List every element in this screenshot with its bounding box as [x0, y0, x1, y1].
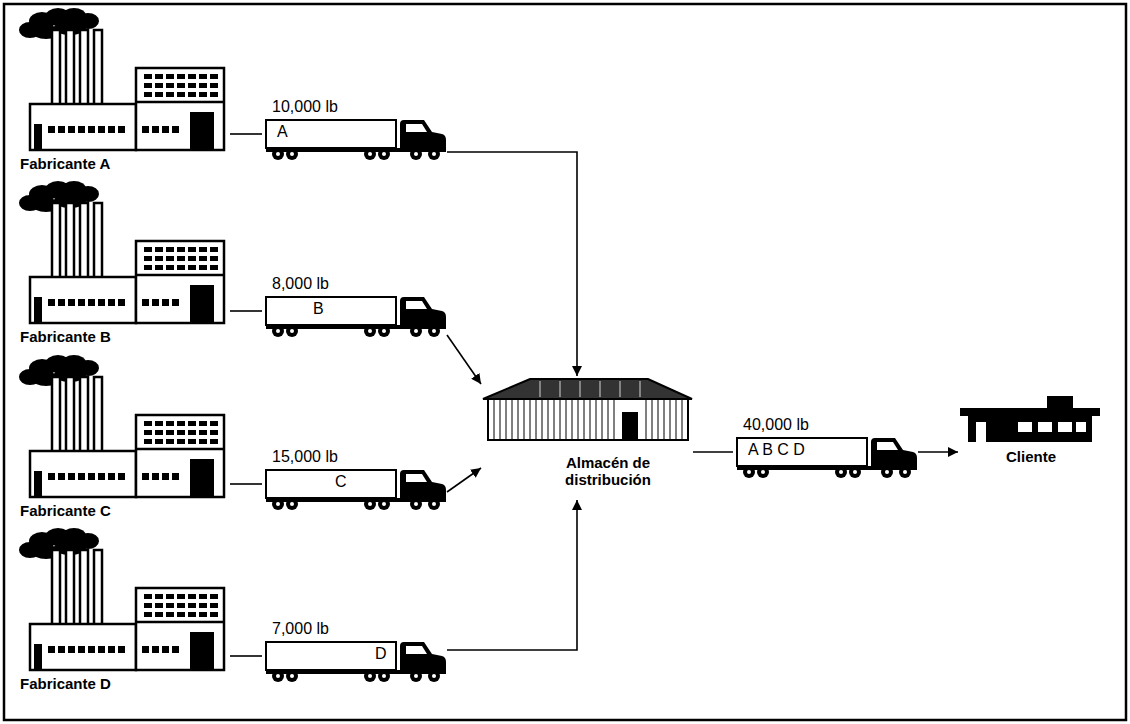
link-line	[230, 310, 262, 312]
link-line	[230, 655, 262, 657]
warehouse-icon	[483, 379, 692, 440]
factory-label: Fabricante C	[20, 502, 111, 519]
customer-icon	[960, 396, 1100, 442]
truck-node: 8,000 lb B	[262, 275, 447, 339]
truck-letter: C	[335, 473, 347, 491]
truck-letter: A B C D	[748, 441, 805, 459]
truck-node: 40,000 lb A B C D	[733, 416, 918, 480]
weight-label: 10,000 lb	[272, 98, 338, 116]
flow-arrow	[918, 451, 958, 453]
customer-label: Cliente	[958, 448, 1104, 465]
factory-icon	[19, 181, 224, 323]
weight-label: 15,000 lb	[272, 448, 338, 466]
flow-arrow	[447, 500, 577, 650]
truck-letter: B	[313, 300, 324, 318]
link-line	[230, 483, 262, 485]
truck-letter: D	[375, 645, 387, 663]
truck-letter: A	[277, 123, 288, 141]
factory-node: Fabricante A	[18, 8, 230, 176]
link-line	[230, 133, 262, 135]
factory-node: Fabricante C	[18, 355, 230, 523]
flow-arrow	[447, 335, 481, 384]
factory-icon	[19, 8, 224, 150]
customer-node: Cliente	[958, 392, 1106, 470]
factory-label: Fabricante B	[20, 328, 111, 345]
truck-icon	[266, 470, 446, 510]
factory-node: Fabricante D	[18, 528, 230, 696]
factory-label: Fabricante A	[20, 155, 110, 172]
truck-node: 7,000 lb D	[262, 620, 447, 684]
factory-node: Fabricante B	[18, 181, 230, 349]
weight-label: 7,000 lb	[272, 620, 329, 638]
factory-label: Fabricante D	[20, 675, 111, 692]
warehouse-node: Almacén de distribución	[481, 376, 693, 500]
warehouse-label: Almacén de distribución	[543, 454, 673, 489]
factory-icon	[19, 528, 224, 670]
truck-node: 10,000 lb A	[262, 98, 447, 162]
frame	[4, 4, 1126, 720]
flow-arrow	[447, 152, 577, 376]
truck-icon	[266, 120, 446, 160]
flow-arrow	[447, 468, 481, 492]
weight-label: 8,000 lb	[272, 275, 329, 293]
truck-icon	[266, 297, 446, 337]
weight-label: 40,000 lb	[743, 416, 809, 434]
link-line	[693, 451, 733, 453]
truck-icon	[266, 642, 446, 682]
truck-icon	[737, 438, 917, 478]
factory-icon	[19, 355, 224, 497]
truck-node: 15,000 lb C	[262, 448, 447, 512]
